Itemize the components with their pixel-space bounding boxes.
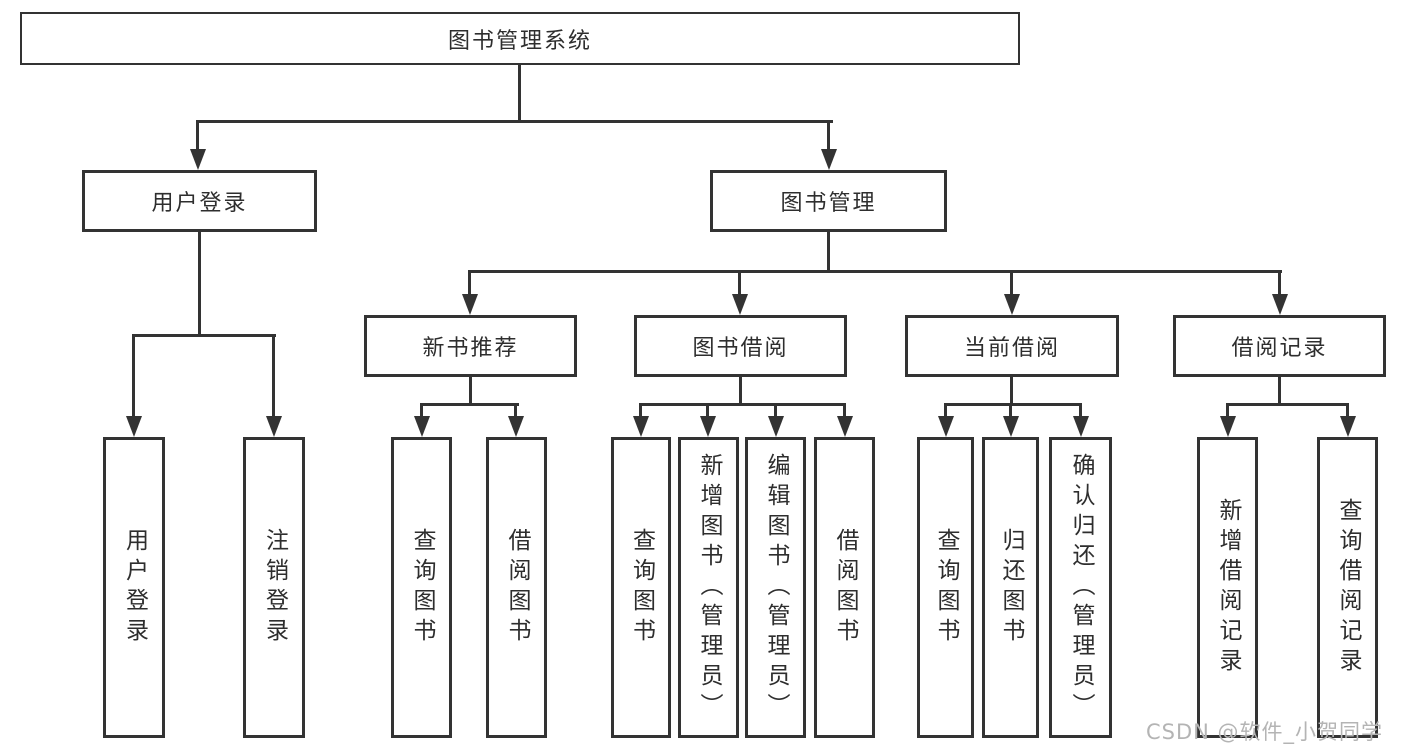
arrow-down-icon (768, 416, 784, 437)
leaf-bor-query-books-label: 查询图书 (628, 527, 655, 648)
node-current-borrow: 当前借阅 (905, 315, 1119, 377)
arrow-down-icon (508, 416, 524, 437)
arrow-down-icon (266, 416, 282, 437)
arrow-down-icon (1004, 294, 1020, 315)
node-book-borrow-label: 图书借阅 (692, 336, 789, 361)
leaf-cur-confirm-return: 确认归还（管理员） (1049, 437, 1112, 738)
connector-user-login-hbar (132, 334, 276, 337)
connector-new-book-rec-hbar (420, 403, 519, 406)
leaf-rec-borrow-books: 借阅图书 (486, 437, 547, 738)
leaf-rec-borrow-books-label: 借阅图书 (504, 527, 530, 648)
leaf-bor-borrow-books-label: 借阅图书 (832, 527, 858, 648)
arrow-down-icon (462, 294, 478, 315)
arrow-down-icon (126, 416, 142, 437)
leaf-user-login-label: 用户登录 (121, 527, 148, 648)
connector-drop-leaf (1346, 405, 1349, 418)
connector-drop-leaf (272, 336, 275, 418)
node-user-login: 用户登录 (82, 170, 317, 232)
node-book-mgmt: 图书管理 (710, 170, 947, 232)
leaf-rec2-add-record-label: 新增借阅记录 (1215, 497, 1241, 678)
node-root: 图书管理系统 (20, 12, 1020, 65)
connector-new-book-rec-stem (469, 377, 472, 405)
connector-drop-leaf (1079, 405, 1082, 418)
arrow-down-icon (732, 294, 748, 315)
node-user-login-label: 用户登录 (151, 191, 248, 216)
connector-user-login-stem (198, 232, 201, 336)
connector-drop-current-borrow (1010, 272, 1013, 296)
connector-drop-new-book-rec (468, 272, 471, 296)
leaf-bor-edit-books: 编辑图书（管理员） (745, 437, 806, 738)
connector-borrow-records-stem (1278, 377, 1281, 405)
leaf-rec-query-books-label: 查询图书 (409, 527, 435, 648)
node-book-mgmt-label: 图书管理 (780, 191, 877, 216)
leaf-bor-add-books-label: 新增图书（管理员） (696, 452, 722, 723)
leaf-logout: 注销登录 (243, 437, 305, 738)
node-borrow-records-label: 借阅记录 (1231, 336, 1328, 361)
connector-drop-leaf (774, 405, 777, 418)
connector-book-borrow-stem (739, 377, 742, 405)
arrow-down-icon (633, 416, 649, 437)
connector-drop-leaf (706, 405, 709, 418)
leaf-cur-return-books-label: 归还图书 (998, 527, 1024, 648)
arrow-down-icon (837, 416, 853, 437)
connector-current-borrow-stem (1010, 377, 1013, 405)
arrow-down-icon (821, 149, 837, 170)
connector-drop-user-login (196, 122, 199, 150)
connector-borrow-records-hbar (1226, 403, 1349, 406)
leaf-user-login: 用户登录 (103, 437, 165, 738)
leaf-bor-query-books: 查询图书 (611, 437, 671, 738)
leaf-bor-add-books: 新增图书（管理员） (678, 437, 739, 738)
arrow-down-icon (700, 416, 716, 437)
connector-drop-book-mgmt (827, 122, 830, 150)
leaf-logout-label: 注销登录 (261, 527, 288, 648)
leaf-cur-query-books-label: 查询图书 (933, 527, 959, 648)
node-new-book-rec: 新书推荐 (364, 315, 577, 377)
node-book-borrow: 图书借阅 (634, 315, 847, 377)
node-root-label: 图书管理系统 (447, 28, 592, 54)
connector-drop-leaf (132, 336, 135, 418)
leaf-cur-return-books: 归还图书 (982, 437, 1039, 738)
arrow-down-icon (414, 416, 430, 437)
leaf-bor-edit-books-label: 编辑图书（管理员） (763, 452, 789, 723)
arrow-down-icon (1340, 416, 1356, 437)
arrow-down-icon (1220, 416, 1236, 437)
connector-drop-book-borrow (738, 272, 741, 296)
connector-current-borrow-hbar (944, 403, 1082, 406)
leaf-rec2-query-record: 查询借阅记录 (1317, 437, 1378, 738)
arrow-down-icon (938, 416, 954, 437)
connector-book-borrow-hbar (639, 403, 846, 406)
connector-drop-borrow-records (1278, 272, 1281, 296)
connector-drop-leaf (1009, 405, 1012, 418)
arrow-down-icon (1003, 416, 1019, 437)
connector-root-stem (518, 64, 521, 122)
connector-root-hbar (196, 120, 833, 123)
watermark-text: CSDN @软件_小贺同学 (1146, 720, 1384, 744)
connector-drop-leaf (639, 405, 642, 418)
connector-drop-leaf (1226, 405, 1229, 418)
connector-drop-leaf (944, 405, 947, 418)
arrow-down-icon (1073, 416, 1089, 437)
leaf-rec2-query-record-label: 查询借阅记录 (1335, 497, 1361, 678)
connector-drop-leaf (514, 405, 517, 418)
connector-drop-leaf (420, 405, 423, 418)
leaf-cur-confirm-return-label: 确认归还（管理员） (1068, 452, 1094, 723)
leaf-cur-query-books: 查询图书 (917, 437, 974, 738)
leaf-rec-query-books: 查询图书 (391, 437, 452, 738)
leaf-bor-borrow-books: 借阅图书 (814, 437, 875, 738)
arrow-down-icon (190, 149, 206, 170)
node-borrow-records: 借阅记录 (1173, 315, 1386, 377)
connector-drop-leaf (843, 405, 846, 418)
node-current-borrow-label: 当前借阅 (963, 336, 1060, 361)
node-new-book-rec-label: 新书推荐 (422, 336, 519, 361)
connector-book-mgmt-stem (827, 232, 830, 272)
arrow-down-icon (1272, 294, 1288, 315)
connector-book-mgmt-hbar (468, 270, 1282, 273)
leaf-rec2-add-record: 新增借阅记录 (1197, 437, 1258, 738)
